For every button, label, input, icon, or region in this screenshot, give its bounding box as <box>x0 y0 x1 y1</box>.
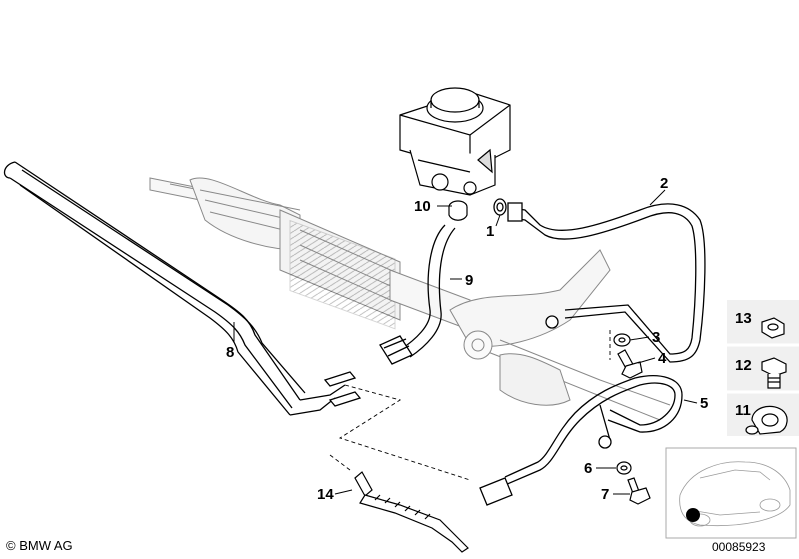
leader-lines <box>233 189 698 495</box>
pressure-hose <box>507 202 706 363</box>
callout-8: 8 <box>226 344 234 361</box>
callout-10: 10 <box>414 198 431 215</box>
vehicle-locator-thumbnail <box>665 447 797 539</box>
return-hose <box>379 224 456 365</box>
banjo-washer <box>613 333 631 347</box>
steering-rack <box>149 177 671 421</box>
dashed-guide-lines <box>329 330 611 481</box>
hose-clamp <box>448 200 468 221</box>
callout-4: 4 <box>658 350 667 367</box>
cable-tie <box>354 471 469 553</box>
callout-12: 12 <box>735 357 752 374</box>
banjo-bolt-upper <box>617 349 643 379</box>
callout-5: 5 <box>700 395 708 412</box>
lower-pressure-hose <box>479 375 683 506</box>
banjo-washer-lower <box>616 461 632 475</box>
callout-9: 9 <box>465 272 473 289</box>
copyright-notice: © BMW AG <box>6 538 73 553</box>
location-marker <box>686 508 700 522</box>
diagram-number: 00085923 <box>712 540 766 554</box>
callout-3: 3 <box>652 329 660 346</box>
callout-1: 1 <box>486 223 494 240</box>
callout-7: 7 <box>601 486 609 503</box>
sealing-ring <box>493 198 507 216</box>
power-steering-reservoir <box>399 87 511 196</box>
callout-2: 2 <box>660 175 668 192</box>
callout-14: 14 <box>317 486 334 503</box>
callout-6: 6 <box>584 460 592 477</box>
callout-13: 13 <box>735 310 752 327</box>
banjo-bolt-lower <box>627 477 651 505</box>
pipe-clip <box>745 405 788 435</box>
callout-11: 11 <box>735 402 751 419</box>
hex-bolt <box>761 357 787 389</box>
hex-nut <box>761 317 785 339</box>
